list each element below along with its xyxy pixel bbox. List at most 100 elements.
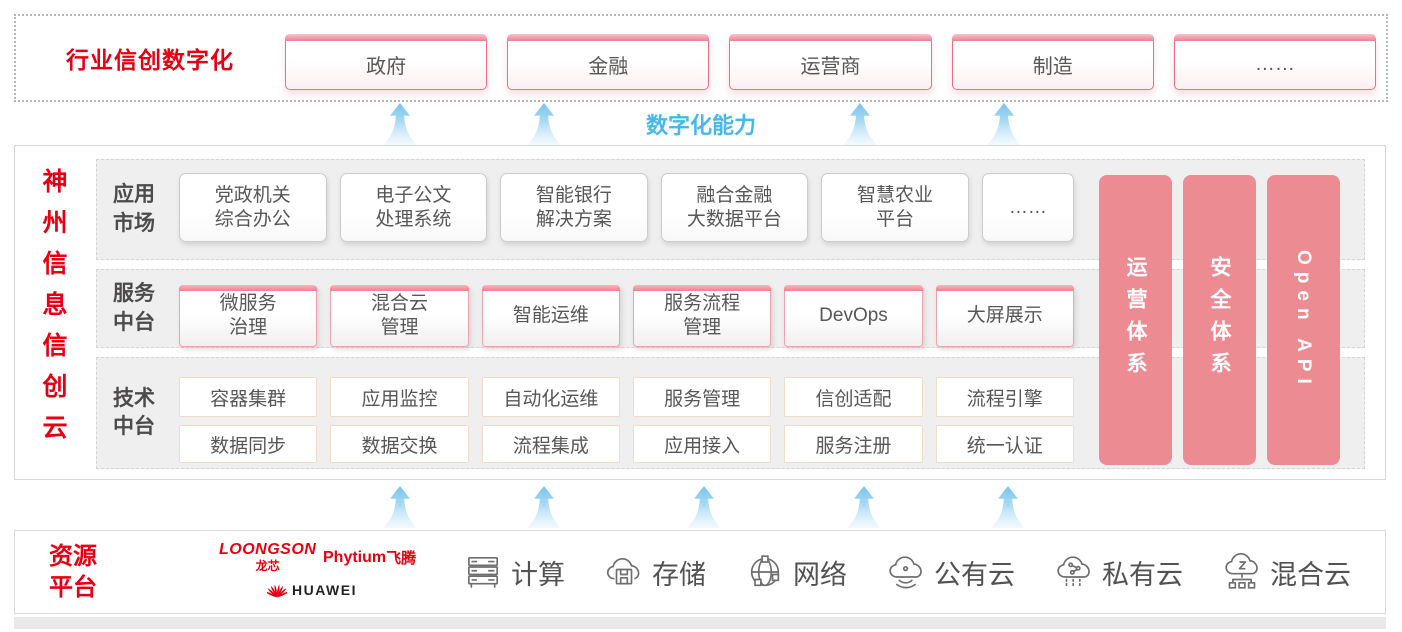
- module-box: 应用监控: [330, 377, 469, 417]
- resource-item-label: 公有云: [934, 559, 1015, 590]
- resource-item-label: 网络: [793, 559, 847, 590]
- up-arrow-icon: [526, 103, 562, 145]
- industry-label: 制造: [1032, 56, 1073, 78]
- resource-items: 计算 存储: [463, 531, 1351, 613]
- industry-box-government: 政府: [285, 34, 488, 90]
- module-label: 处理系统: [375, 208, 452, 230]
- module-box: 信创适配: [784, 377, 923, 417]
- module-label: ……: [1008, 196, 1047, 218]
- module-box: 智能运维: [481, 285, 620, 347]
- module-label: DevOps: [819, 304, 888, 326]
- huawei-wordmark: HUAWEI: [292, 582, 357, 598]
- module-label: 大屏展示: [966, 304, 1043, 326]
- app-market-box-row: 党政机关 综合办公 电子公文 处理系统 智能银行 解决方案 融合金融 大数据平台…: [179, 173, 1074, 242]
- module-label: 智能银行: [535, 184, 612, 206]
- resource-item-label: 私有云: [1102, 559, 1183, 590]
- side-bar-operation-system: 运营体系: [1099, 175, 1172, 465]
- capability-label: 数字化能力: [645, 113, 756, 138]
- side-bar-security-system: 安全体系: [1183, 175, 1256, 465]
- phytium-wordmark: Phytium: [323, 548, 387, 566]
- private-cloud-icon: [1057, 556, 1090, 587]
- module-box-top-bar: [179, 285, 318, 291]
- phytium-cn-label: 飞腾: [386, 550, 417, 567]
- tech-platform-label: 技术 中台: [113, 358, 155, 468]
- module-box-top-bar: [632, 285, 772, 291]
- loongson-logo: LOONGSON 龙芯: [219, 541, 316, 574]
- module-label: 综合办公: [214, 208, 291, 230]
- industry-box-row: 政府 金融 运营商 制造 ……: [285, 34, 1377, 90]
- up-arrow-icon: [990, 486, 1026, 528]
- module-box-more: ……: [981, 173, 1074, 242]
- industry-banner: 行业信创数字化 政府 金融 运营商 制造 ……: [14, 14, 1388, 102]
- module-label: 智能运维: [512, 304, 589, 326]
- industry-label: 政府: [366, 56, 407, 78]
- network-icon: [750, 555, 780, 587]
- vendor-logos: LOONGSON 龙芯 Phytium 飞腾: [215, 535, 455, 609]
- module-box: 流程引擎: [935, 377, 1074, 417]
- module-box-top-bar: [481, 285, 620, 291]
- industry-label: ……: [1254, 53, 1295, 75]
- module-box: 数据同步: [179, 425, 318, 463]
- loongson-wordmark: LOONGSON: [219, 541, 317, 558]
- module-box: 容器集群: [179, 377, 318, 417]
- label-line: 应用: [113, 183, 155, 207]
- module-label: 管理: [683, 316, 722, 338]
- hybrid-cloud-icon: [1225, 553, 1258, 589]
- module-box: 应用接入: [632, 425, 772, 463]
- tech-box-row-2: 数据同步 数据交换 流程集成 应用接入 服务注册 统一认证: [179, 425, 1074, 463]
- up-arrow-icon: [526, 486, 562, 528]
- module-box: 流程集成: [481, 425, 620, 463]
- resource-title-line: 平台: [49, 574, 97, 601]
- tech-box-row-1: 容器集群 应用监控 自动化运维 服务管理 信创适配 流程引擎: [179, 377, 1074, 417]
- module-label: 微服务: [219, 292, 277, 314]
- up-arrow-icon: [382, 103, 418, 145]
- module-box-top-bar: [784, 285, 923, 291]
- industry-label: 运营商: [800, 56, 861, 78]
- service-platform-label: 服务 中台: [113, 270, 155, 347]
- side-bar-label: 运营体系: [1124, 256, 1147, 384]
- module-label: 服务流程: [664, 292, 741, 314]
- up-arrow-icon: [686, 486, 722, 528]
- module-label: 大数据平台: [686, 208, 782, 230]
- module-label: 管理: [380, 316, 419, 338]
- module-box: 数据交换: [330, 425, 469, 463]
- industry-box-top-bar: [1173, 34, 1377, 41]
- module-label: 治理: [229, 316, 268, 338]
- industry-box-manufacturing: 制造: [951, 34, 1154, 90]
- resource-item-network: 网络: [745, 552, 847, 592]
- resource-item-compute: 计算: [463, 552, 565, 592]
- bottom-divider-strip: [14, 617, 1386, 629]
- service-box-row: 微服务 治理 混合云 管理 智能运维 服务流程 管理 DevOps: [179, 285, 1074, 347]
- side-bar-open-api: Open API: [1267, 175, 1340, 465]
- banner-title: 行业信创数字化: [66, 47, 234, 73]
- industry-box-top-bar: [285, 34, 488, 41]
- huawei-logo: HUAWEI: [267, 581, 357, 599]
- resource-item-label: 混合云: [1270, 559, 1351, 590]
- industry-box-top-bar: [507, 34, 710, 41]
- app-market-label: 应用 市场: [113, 160, 155, 259]
- side-bar-label: Open API: [1293, 249, 1314, 391]
- module-label: 党政机关: [214, 184, 291, 206]
- huawei-flower-icon: [267, 584, 287, 598]
- public-cloud-icon: [889, 556, 922, 589]
- up-arrow-icon: [986, 103, 1022, 145]
- resource-item-public-cloud: 公有云: [886, 552, 1015, 592]
- module-box: 大屏展示: [935, 285, 1074, 347]
- label-line: 服务: [113, 282, 155, 306]
- industry-box-finance: 金融: [507, 34, 710, 90]
- up-arrow-icon: [842, 103, 878, 145]
- module-label: 平台: [875, 208, 914, 230]
- resource-panel: 资源 平台 LOONGSON 龙芯 Phytium 飞腾: [14, 530, 1386, 614]
- platform-title: 神州信息信创云: [39, 168, 67, 455]
- resource-item-label: 存储: [652, 559, 706, 590]
- module-box: 服务注册: [784, 425, 923, 463]
- module-label: 智慧农业: [856, 184, 933, 206]
- module-box: 统一认证: [935, 425, 1074, 463]
- module-box: 融合金融 大数据平台: [660, 173, 809, 242]
- module-box: 服务流程 管理: [632, 285, 772, 347]
- resource-item-private-cloud: 私有云: [1054, 552, 1183, 592]
- module-box: 党政机关 综合办公: [179, 173, 327, 242]
- up-arrow-icon: [382, 486, 418, 528]
- label-line: 中台: [113, 310, 155, 334]
